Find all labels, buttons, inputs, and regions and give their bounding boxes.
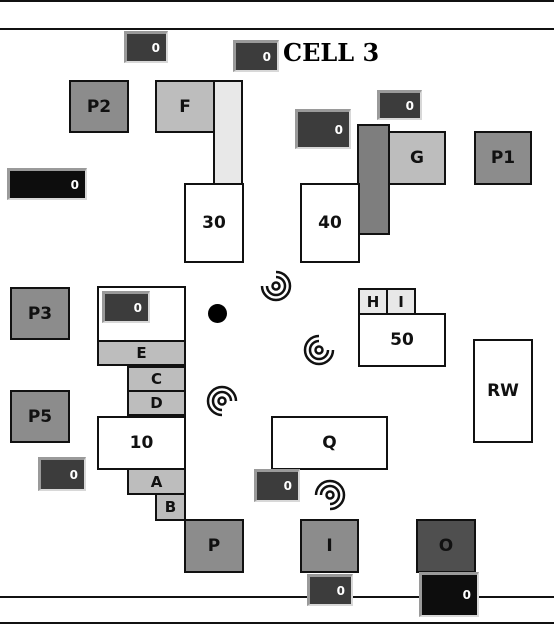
marker-dot-icon <box>208 304 227 323</box>
upper-boundary-line <box>0 28 554 30</box>
station-g[interactable]: G <box>388 131 446 185</box>
station-b[interactable]: B <box>155 493 186 521</box>
station-q[interactable]: Q <box>271 416 388 470</box>
bottom-boundary-line <box>0 622 554 624</box>
top-boundary-line <box>0 0 554 2</box>
station-e[interactable]: E <box>97 340 186 366</box>
station-50[interactable]: 50 <box>358 313 446 367</box>
counter-top-center: 0 <box>233 40 279 72</box>
counter-bottom-right: 0 <box>419 572 479 617</box>
robot-spiral-icon-upper <box>260 270 292 302</box>
station-f[interactable]: F <box>155 80 215 133</box>
station-g-conveyor <box>357 124 390 235</box>
station-i-small[interactable]: I <box>386 288 416 315</box>
counter-left-black: 0 <box>7 168 87 200</box>
station-10[interactable]: 10 <box>97 416 186 470</box>
station-f-conveyor <box>213 80 243 186</box>
counter-bottom-center: 0 <box>307 574 353 606</box>
station-h[interactable]: H <box>358 288 388 315</box>
station-o[interactable]: O <box>416 519 476 573</box>
station-c[interactable]: C <box>127 366 186 392</box>
counter-in-e-block: 0 <box>102 291 150 323</box>
counter-top-left: 0 <box>124 31 168 63</box>
station-p[interactable]: P <box>184 519 244 573</box>
counter-near-q: 0 <box>254 469 300 502</box>
robot-spiral-icon-lower <box>314 479 346 511</box>
lower-boundary-line <box>0 596 554 598</box>
station-p1[interactable]: P1 <box>474 131 532 185</box>
station-i[interactable]: I <box>300 519 359 573</box>
station-rw[interactable]: RW <box>473 339 533 443</box>
counter-near-g: 0 <box>377 90 422 120</box>
station-p2[interactable]: P2 <box>69 80 129 133</box>
station-p3[interactable]: P3 <box>10 287 70 340</box>
robot-spiral-icon-left <box>206 385 238 417</box>
cell-title: CELL 3 <box>283 38 380 67</box>
station-40[interactable]: 40 <box>300 183 360 263</box>
robot-spiral-icon-right <box>303 334 335 366</box>
counter-near-40: 0 <box>295 109 351 149</box>
station-a[interactable]: A <box>127 468 186 495</box>
station-d[interactable]: D <box>127 390 186 416</box>
station-p5[interactable]: P5 <box>10 390 70 443</box>
counter-near-p5: 0 <box>38 457 86 491</box>
station-30[interactable]: 30 <box>184 183 244 263</box>
